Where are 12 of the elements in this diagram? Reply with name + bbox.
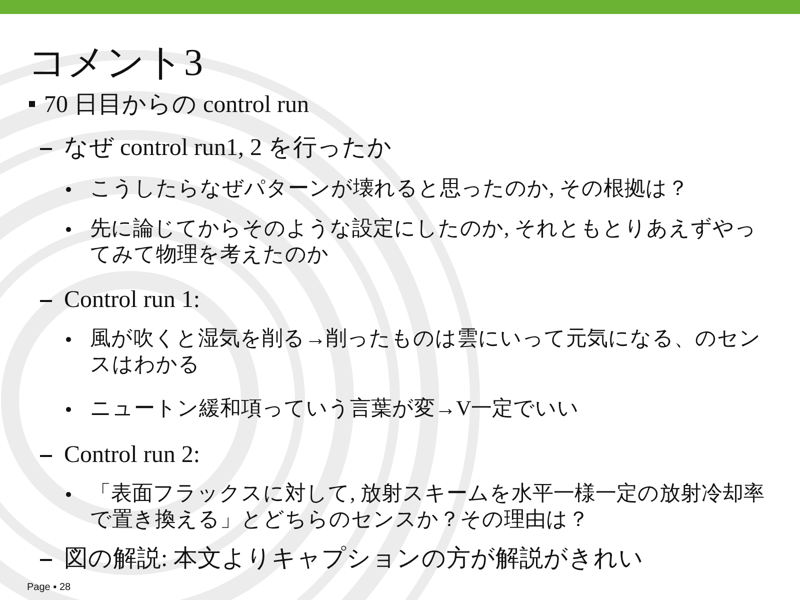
bullet-text: 先に論じてからそのような設定にしたのか, それともとりあえずやってみて物理を考えたのか (90, 215, 758, 268)
slide-title: コメント3 (28, 41, 203, 86)
bullet-text: Control run 1: (64, 286, 201, 315)
bullet-text: なぜ control run1, 2 を行ったか (64, 134, 393, 163)
bullet-text: 図の解説: 本文よりキャプションの方が解説がきれい (64, 544, 645, 574)
bullet-text: ニュートン緩和項っていう言葉が変→V一定でいい (90, 395, 580, 422)
bullet-text: 70 日目からの control run (44, 91, 310, 120)
bullet-text: 「表面フラックスに対して, 放射スキームを水平一様一定の放射冷却率で置き換える」とどちらのセンスか？その理由は？ (90, 480, 766, 532)
page-number: Page ▪ 28 (27, 582, 71, 594)
bullet-text: こうしたらなぜパターンが壊れると思ったのか, その根拠は？ (90, 175, 690, 202)
bullet-text: Control run 2: (64, 441, 201, 470)
bullet-text: 風が吹くと湿気を削る→削ったものは雲にいって元気になる、のセンスはわかる (90, 325, 762, 378)
